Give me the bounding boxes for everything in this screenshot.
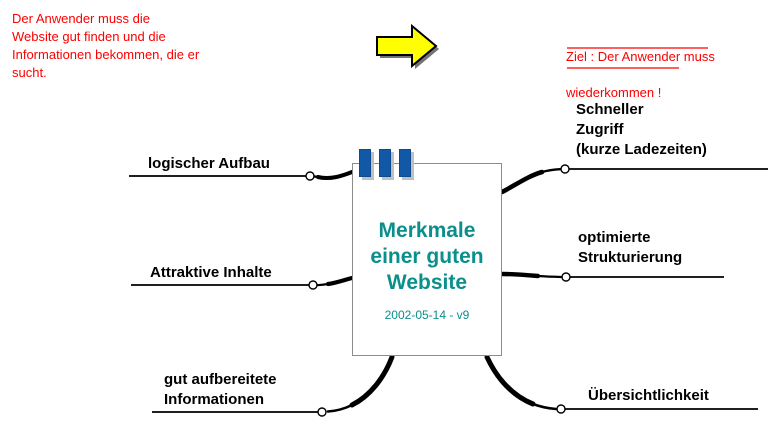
branch-uebersichtlichkeit[interactable]: [484, 354, 758, 414]
branch-node-dot[interactable]: [556, 404, 566, 414]
blue-bar-2: [379, 149, 391, 177]
branch-label-uebersichtlichkeit[interactable]: Übersichtlichkeit: [588, 387, 709, 404]
branch-label-optimierte-strukturierung[interactable]: optimierte Strukturierung: [578, 229, 683, 266]
branch-label-logischer-aufbau[interactable]: logischer Aufbau: [148, 155, 270, 172]
branch-label-schneller-zugriff[interactable]: Schneller Zugriff (kurze Ladezeiten): [576, 101, 707, 158]
blue-bar-1: [359, 149, 371, 177]
center-title: Merkmale einer guten Website: [370, 219, 484, 294]
branch-logischer-aufbau[interactable]: [129, 170, 354, 181]
branch-optimierte-strukturierung[interactable]: [499, 271, 724, 282]
note-right: Ziel : Der Anwender muss wiederkommen !: [566, 30, 766, 120]
note-right-line2: wiederkommen !: [566, 85, 662, 100]
branch-gut-aufbereitete-informationen[interactable]: [152, 354, 395, 417]
right-arrow-icon: [376, 23, 439, 69]
branch-label-gut-aufbereitete-informationen[interactable]: gut aufbereitete Informationen: [164, 371, 277, 408]
note-left-text: Der Anwender muss die Website gut finden…: [12, 11, 200, 80]
note-right-underline: [567, 47, 708, 69]
branch-schneller-zugriff[interactable]: [499, 164, 768, 195]
center-topic-box[interactable]: [352, 163, 502, 356]
branch-node-dot[interactable]: [561, 272, 571, 282]
branch-attraktive-inhalte[interactable]: [131, 275, 355, 290]
blue-bar-3: [399, 149, 411, 177]
center-subtitle: 2002-05-14 - v9: [384, 308, 470, 322]
branch-node-dot[interactable]: [560, 164, 570, 174]
branch-label-attraktive-inhalte[interactable]: Attraktive Inhalte: [150, 264, 272, 281]
note-right-line1: Ziel : Der Anwender muss: [566, 49, 715, 64]
